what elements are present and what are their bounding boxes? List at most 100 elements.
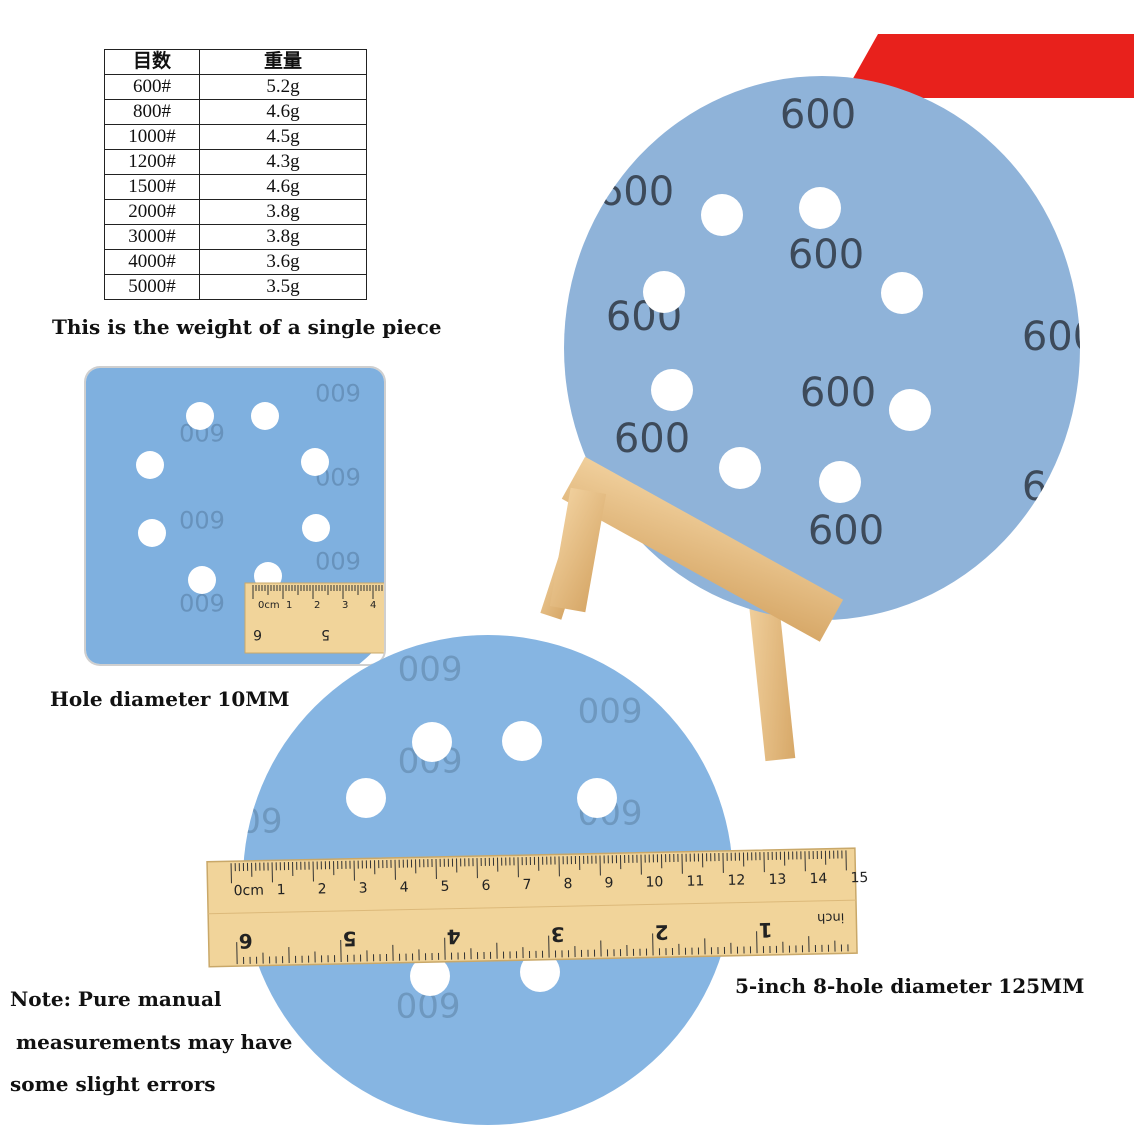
table-row: 3000#3.8g — [104, 224, 367, 250]
table-row: 1000#4.5g — [104, 124, 367, 150]
ruler-cm-label: 15 — [850, 870, 868, 886]
ruler-inch-label: 4 — [446, 924, 460, 948]
caption-single-piece: This is the weight of a single piece — [52, 315, 442, 339]
grit-label: 600 — [598, 169, 674, 215]
grit-cell: 2000# — [104, 199, 200, 225]
lower-disc-holes — [346, 721, 617, 996]
disc-hole — [138, 519, 166, 547]
disc-hole — [136, 451, 164, 479]
ruler-cm-label: 3 — [342, 600, 348, 611]
disc-hole — [520, 952, 560, 992]
disc-hole — [651, 369, 693, 411]
weight-cell: 4.5g — [199, 124, 367, 150]
ruler-cm-label: 12 — [727, 872, 745, 888]
weight-cell: 3.5g — [199, 274, 367, 300]
grit-cell: 5000# — [104, 274, 200, 300]
table-row: 2000#3.8g — [104, 199, 367, 225]
ruler-inch-label: 6 — [253, 626, 262, 642]
table-row: 1500#4.6g — [104, 174, 367, 200]
ruler-cm-label: 14 — [809, 871, 827, 887]
ruler-inch-unit-label: inch — [817, 909, 845, 925]
table-header-row: 目数 重量 — [104, 49, 367, 75]
table-row: 1200#4.3g — [104, 149, 367, 175]
weight-cell: 3.8g — [199, 199, 367, 225]
weight-cell: 5.2g — [199, 74, 367, 100]
disc-hole — [502, 721, 542, 761]
ruler-inch-label: 3 — [550, 922, 564, 946]
grit-label: 600 — [398, 647, 463, 687]
disc-hole — [412, 722, 452, 762]
disc-hole — [251, 402, 279, 430]
ruler-cm-label: 5 — [440, 879, 449, 895]
disc-hole — [410, 956, 450, 996]
ruler-cm-label: 7 — [522, 877, 531, 893]
disc-hole — [799, 187, 841, 229]
disc-hole — [719, 447, 761, 489]
table-row: 5000#3.5g — [104, 274, 367, 300]
column-header-weight: 重量 — [199, 49, 367, 75]
ruler-cm-label: 11 — [686, 873, 704, 889]
weight-cell: 4.6g — [199, 99, 367, 125]
ruler-cm-label: 0cm — [258, 600, 280, 611]
inset-holes — [136, 402, 330, 594]
grit-cell: 4000# — [104, 249, 200, 275]
ruler-cm-label: 1 — [286, 600, 292, 611]
grit-label: 600 — [578, 689, 643, 729]
note-line-1: Note: Pure manual — [10, 987, 222, 1011]
disc-hole — [643, 271, 685, 313]
weight-cell: 4.6g — [199, 174, 367, 200]
ruler-cm-label: 4 — [399, 880, 408, 896]
ruler-cm-label: 0cm — [233, 883, 264, 900]
caption-hole-diameter: Hole diameter 10MM — [50, 687, 290, 711]
ruler-cm-label: 13 — [768, 872, 786, 888]
grit-label: 600 — [218, 799, 283, 839]
note-line-2: measurements may have — [16, 1030, 292, 1054]
ruler-inch-label: 1 — [758, 918, 772, 942]
disc-hole — [881, 272, 923, 314]
disc-hole — [188, 566, 216, 594]
disc-hole — [302, 514, 330, 542]
easel-crossbar — [549, 456, 844, 642]
grit-cell: 3000# — [104, 224, 200, 250]
column-header-grit: 目数 — [104, 49, 200, 75]
ruler-midline — [208, 899, 856, 915]
table-row: 600#5.2g — [104, 74, 367, 100]
ruler-cm-label: 1 — [276, 882, 285, 898]
ruler-cm-label: 3 — [358, 880, 367, 896]
ruler-cm-label: 2 — [317, 881, 326, 897]
weight-cell: 3.8g — [199, 224, 367, 250]
ruler-cm-label: 2 — [314, 600, 320, 611]
grit-label: 600 — [1022, 314, 1098, 360]
weight-cell: 4.3g — [199, 149, 367, 175]
grit-cell: 1200# — [104, 149, 200, 175]
grit-label: 600 — [614, 416, 690, 462]
disc-hole — [577, 778, 617, 818]
table-row: 800#4.6g — [104, 99, 367, 125]
grit-label: 600 — [800, 370, 876, 416]
small-ruler-body — [244, 582, 384, 654]
ruler-inch-label: 6 — [239, 929, 253, 953]
ruler-cm-label: 10 — [645, 874, 663, 890]
red-banner — [842, 34, 1134, 98]
grit-label: 600 — [780, 92, 856, 138]
grit-cell: 1500# — [104, 174, 200, 200]
large-disc-holes — [643, 187, 931, 503]
ruler-inch-label: 5 — [321, 626, 330, 642]
grit-label: 600 — [1022, 464, 1098, 510]
disc-hole — [186, 402, 214, 430]
ruler-inch-label: 5 — [342, 927, 356, 951]
disc-hole — [346, 778, 386, 818]
ruler-cm-label: 6 — [481, 878, 490, 894]
disc-hole — [301, 448, 329, 476]
grit-cell: 1000# — [104, 124, 200, 150]
ruler-cm-label: 9 — [604, 875, 613, 891]
